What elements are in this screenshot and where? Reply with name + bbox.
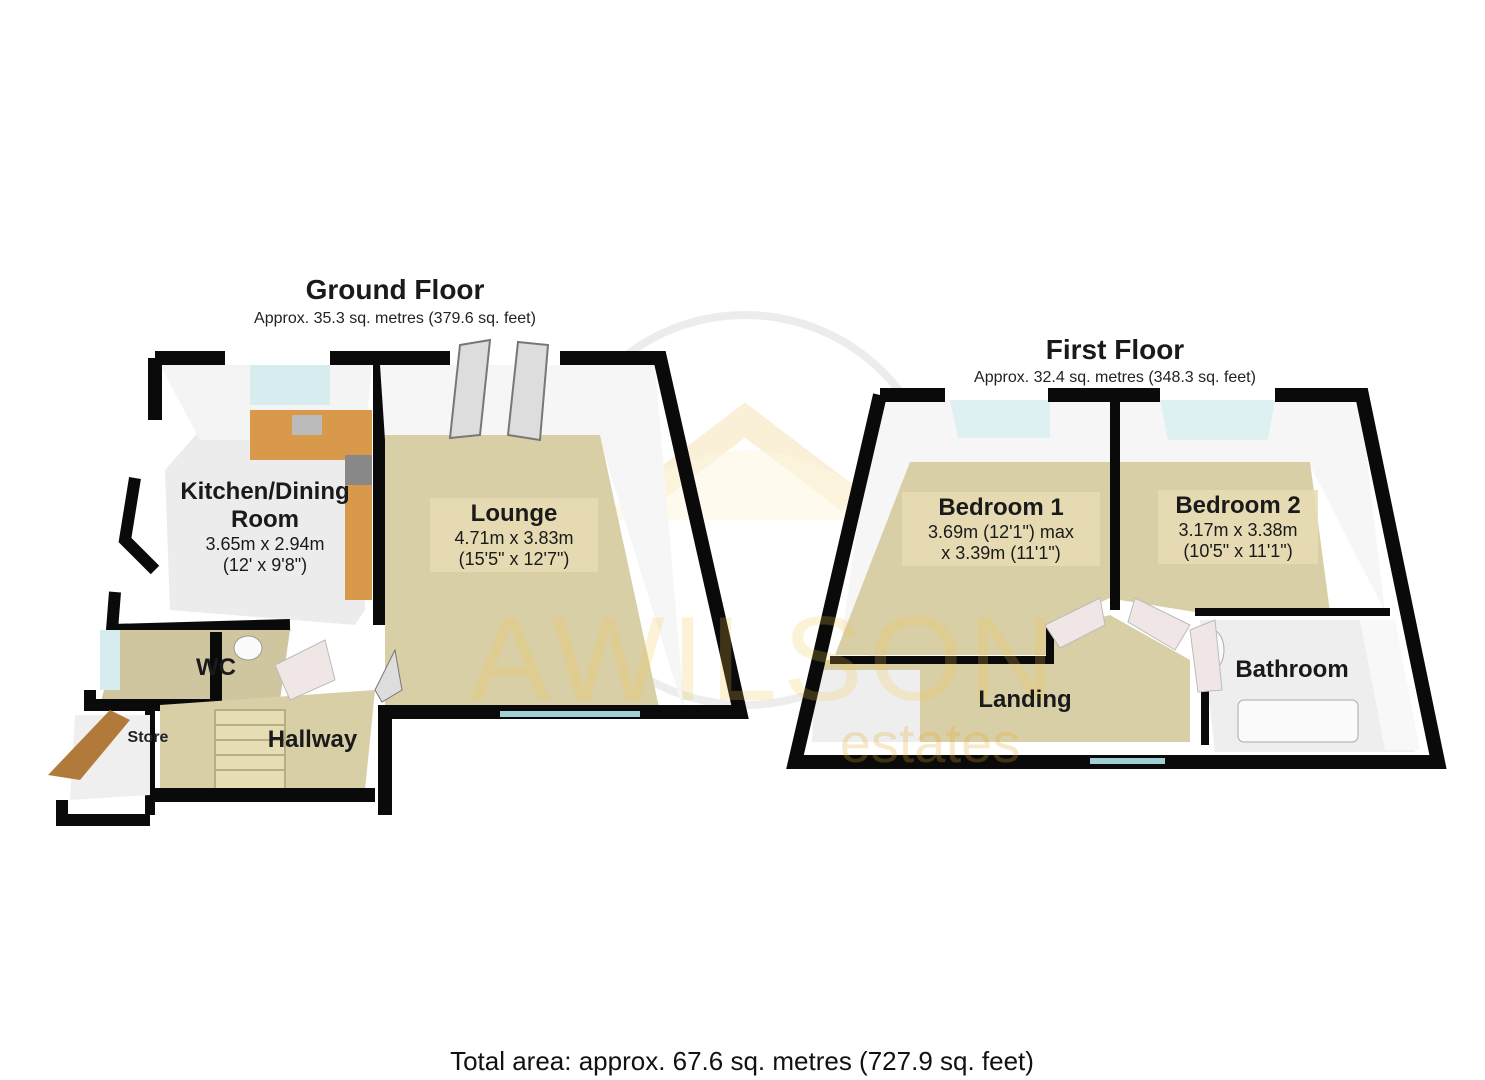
bath-icon — [1237, 699, 1359, 743]
stair-void — [812, 670, 920, 742]
lounge-dimensions-imperial: (15'5" x 12'7") — [458, 549, 570, 569]
store-label: Store — [127, 729, 169, 746]
kitchen-dimensions-imperial: (12' x 9'8") — [222, 555, 308, 575]
sink-icon — [292, 415, 322, 435]
wc-window — [100, 630, 120, 690]
lounge-name: Lounge — [470, 500, 558, 527]
french-door-right — [506, 340, 550, 442]
ground-floor-plan — [48, 338, 749, 826]
kitchen-label: Kitchen/Dining Room 3.65m x 2.94m (12' x… — [150, 478, 380, 576]
bedroom2-back-wall — [1120, 400, 1385, 612]
watermark-sub: estates — [839, 711, 1021, 774]
bedroom1-dimensions-line1: 3.69m (12'1") max — [928, 522, 1074, 542]
lounge-window — [500, 711, 640, 717]
kitchen-floor — [165, 430, 365, 625]
bathroom-door — [1189, 619, 1223, 693]
first-floor-plan — [786, 388, 1447, 769]
landing-window — [1090, 758, 1165, 764]
toilet-icon — [233, 635, 263, 661]
watermark-brand: AWILSON — [470, 592, 1061, 726]
bedroom1-door — [1044, 597, 1106, 649]
bedroom2-dimensions-imperial: (10'5" x 11'1") — [1183, 541, 1293, 561]
lounge-back-wall — [380, 365, 685, 715]
french-door-left — [448, 338, 492, 440]
kitchen-window — [250, 365, 330, 405]
first-floor-title: First Floor — [1045, 334, 1185, 365]
lounge-dimensions-metric: 4.71m x 3.83m — [454, 528, 574, 548]
ground-floor-title: Ground Floor — [305, 274, 485, 305]
kitchen-name-line2: Room — [231, 506, 299, 533]
wc-label: WC — [196, 654, 236, 681]
bedroom2-label: Bedroom 2 3.17m x 3.38m (10'5" x 11'1") — [1158, 490, 1318, 564]
radiator — [274, 639, 336, 701]
kitchen-name-line1: Kitchen/Dining — [180, 478, 350, 505]
ground-floor-area: Approx. 35.3 sq. metres (379.6 sq. feet) — [254, 310, 536, 327]
bedroom2-name: Bedroom 2 — [1175, 492, 1301, 519]
lounge-label: Lounge 4.71m x 3.83m (15'5" x 12'7") — [430, 498, 598, 572]
front-door — [48, 710, 130, 780]
hob-icon — [345, 455, 372, 485]
bathroom-tiles — [1360, 620, 1420, 750]
bedroom1-name: Bedroom 1 — [938, 494, 1064, 521]
bedroom1-label: Bedroom 1 3.69m (12'1") max x 3.39m (11'… — [902, 492, 1100, 566]
landing-label: Landing — [978, 686, 1072, 713]
total-area: Total area: approx. 67.6 sq. metres (727… — [450, 1046, 1034, 1076]
first-floor-area: Approx. 32.4 sq. metres (348.3 sq. feet) — [974, 369, 1256, 386]
hallway-door — [374, 648, 403, 703]
kitchen-worktop — [250, 410, 372, 600]
bathroom-label: Bathroom — [1235, 656, 1349, 683]
kitchen-dimensions-metric: 3.65m x 2.94m — [205, 534, 325, 554]
bedroom1-dimensions-line2: x 3.39m (11'1") — [941, 543, 1061, 563]
bedroom2-dimensions-metric: 3.17m x 3.38m — [1178, 520, 1298, 540]
bedroom1-window — [950, 400, 1050, 438]
hallway-label: Hallway — [267, 726, 358, 753]
bedroom2-door — [1127, 597, 1191, 651]
bedroom2-window — [1160, 400, 1275, 440]
